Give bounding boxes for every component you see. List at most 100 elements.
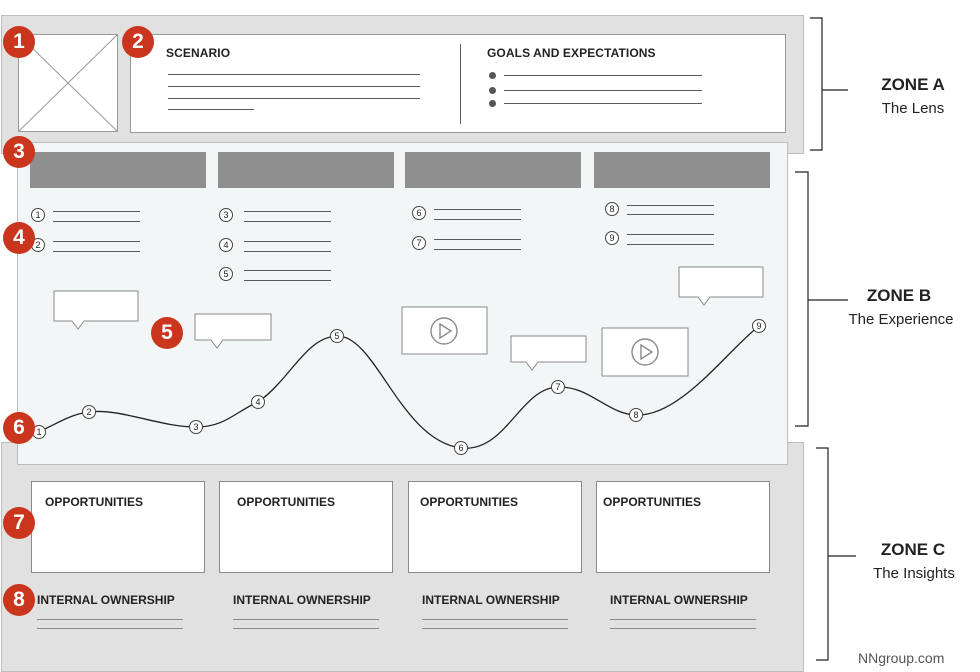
thought-bubble bbox=[53, 290, 139, 330]
text-line bbox=[168, 109, 254, 110]
thought-bubble bbox=[194, 313, 272, 349]
text-line bbox=[434, 209, 521, 210]
text-line bbox=[434, 239, 521, 240]
opportunities-label: OPPORTUNITIES bbox=[420, 495, 519, 509]
ownership-label: INTERNAL OWNERSHIP bbox=[233, 593, 371, 607]
text-line bbox=[53, 211, 140, 212]
opportunities-label: OPPORTUNITIES bbox=[45, 495, 144, 509]
text-line bbox=[244, 251, 331, 252]
scenario-goals-box bbox=[130, 34, 786, 133]
text-line bbox=[244, 270, 331, 271]
zone-b-panel bbox=[17, 142, 788, 465]
zone-c-subtitle: The Insights bbox=[873, 565, 955, 582]
bullet-icon bbox=[489, 72, 496, 79]
zone-b-subtitle: The Experience bbox=[848, 311, 954, 328]
action-step-marker: 3 bbox=[219, 208, 233, 222]
curve-point: 5 bbox=[330, 329, 344, 343]
number-badge: 5 bbox=[151, 317, 183, 349]
zone-a-subtitle: The Lens bbox=[881, 100, 945, 117]
zone-a-bracket bbox=[810, 17, 848, 151]
thought-bubble bbox=[510, 335, 587, 371]
text-line bbox=[627, 244, 714, 245]
text-line bbox=[504, 75, 702, 76]
opportunities-label: OPPORTUNITIES bbox=[237, 495, 336, 509]
text-line bbox=[434, 219, 521, 220]
text-line bbox=[610, 619, 756, 620]
ownership-label: INTERNAL OWNERSHIP bbox=[422, 593, 560, 607]
text-line bbox=[627, 205, 714, 206]
thought-bubble bbox=[678, 266, 764, 306]
phase-header bbox=[218, 152, 394, 188]
opportunities-card: OPPORTUNITIES bbox=[219, 481, 393, 573]
text-line bbox=[53, 221, 140, 222]
text-line bbox=[627, 234, 714, 235]
text-line bbox=[53, 251, 140, 252]
phase-header bbox=[405, 152, 581, 188]
text-line bbox=[504, 103, 702, 104]
number-badge: 3 bbox=[3, 136, 35, 168]
text-line bbox=[244, 241, 331, 242]
text-line bbox=[233, 628, 379, 629]
text-line bbox=[168, 86, 420, 87]
action-step-marker: 8 bbox=[605, 202, 619, 216]
text-line bbox=[37, 628, 183, 629]
number-badge: 6 bbox=[3, 412, 35, 444]
goals-label: GOALS AND EXPECTATIONS bbox=[487, 46, 656, 60]
text-line bbox=[504, 90, 702, 91]
action-step-marker: 4 bbox=[219, 238, 233, 252]
text-line bbox=[244, 280, 331, 281]
phase-header bbox=[594, 152, 770, 188]
number-badge: 4 bbox=[3, 222, 35, 254]
source-credit: NNgroup.com bbox=[858, 650, 945, 666]
action-step-marker: 6 bbox=[412, 206, 426, 220]
persona-image-placeholder bbox=[18, 34, 118, 132]
text-line bbox=[233, 619, 379, 620]
text-line bbox=[168, 74, 420, 75]
text-line bbox=[610, 628, 756, 629]
video-thumbnail bbox=[601, 327, 689, 377]
text-line bbox=[244, 211, 331, 212]
play-icon bbox=[430, 317, 458, 345]
emotion-curve bbox=[37, 325, 760, 449]
scenario-divider bbox=[460, 44, 461, 124]
action-step-marker: 1 bbox=[31, 208, 45, 222]
bullet-icon bbox=[489, 100, 496, 107]
action-step-marker: 7 bbox=[412, 236, 426, 250]
ownership-label: INTERNAL OWNERSHIP bbox=[37, 593, 175, 607]
text-line bbox=[168, 98, 420, 99]
action-step-marker: 5 bbox=[219, 267, 233, 281]
bullet-icon bbox=[489, 87, 496, 94]
image-placeholder-icon bbox=[18, 34, 118, 132]
number-badge: 7 bbox=[3, 507, 35, 539]
text-line bbox=[422, 628, 568, 629]
zone-b-bracket bbox=[795, 171, 848, 427]
text-line bbox=[53, 241, 140, 242]
scenario-label: SCENARIO bbox=[166, 46, 231, 60]
curve-point: 7 bbox=[551, 380, 565, 394]
text-line bbox=[422, 619, 568, 620]
phase-header bbox=[30, 152, 206, 188]
ownership-label: INTERNAL OWNERSHIP bbox=[610, 593, 748, 607]
curve-point: 4 bbox=[251, 395, 265, 409]
text-line bbox=[244, 221, 331, 222]
number-badge: 2 bbox=[122, 26, 154, 58]
curve-point: 3 bbox=[189, 420, 203, 434]
text-line bbox=[434, 249, 521, 250]
curve-point: 8 bbox=[629, 408, 643, 422]
opportunities-card: OPPORTUNITIES bbox=[596, 481, 770, 573]
zone-c-bracket bbox=[816, 447, 856, 661]
zone-b-title: ZONE B bbox=[866, 286, 932, 305]
curve-point: 2 bbox=[82, 405, 96, 419]
number-badge: 8 bbox=[3, 584, 35, 616]
opportunities-label: OPPORTUNITIES bbox=[603, 495, 702, 509]
opportunities-card: OPPORTUNITIES bbox=[408, 481, 582, 573]
curve-point: 6 bbox=[454, 441, 468, 455]
number-badge: 1 bbox=[3, 26, 35, 58]
zone-c-title: ZONE C bbox=[880, 540, 946, 559]
video-thumbnail bbox=[401, 306, 488, 355]
text-line bbox=[37, 619, 183, 620]
play-icon bbox=[631, 338, 659, 366]
text-line bbox=[627, 214, 714, 215]
